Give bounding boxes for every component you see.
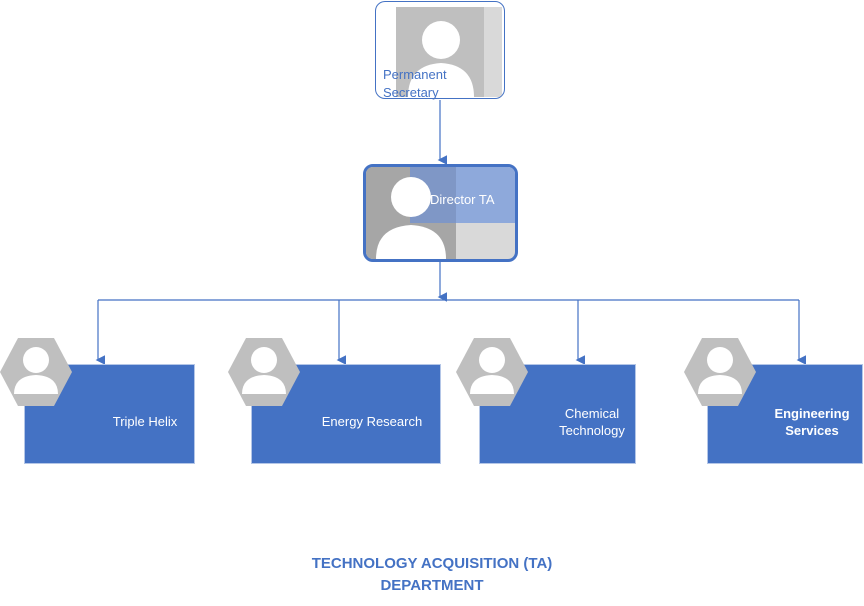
- director-ta-node: [363, 164, 518, 262]
- caption-line-1: TECHNOLOGY ACQUISITION (TA): [311, 555, 553, 572]
- department-label-chemical-technology: Chemical Technology: [559, 406, 625, 438]
- department-label-triple-helix: Triple Helix: [112, 414, 178, 429]
- department-label-engineering-services: Engineering Services: [774, 406, 850, 438]
- diagram-caption: TECHNOLOGY ACQUISITION (TA) DEPARTMENT: [0, 553, 864, 597]
- person-hexagon-icon: [684, 338, 756, 406]
- person-hexagon-icon: [0, 338, 72, 406]
- caption-line-2: DEPARTMENT: [380, 577, 484, 594]
- permanent-secretary-label: Permanent Secretary: [383, 67, 447, 100]
- permanent-secretary-node: [375, 1, 505, 99]
- department-label-energy-research: Energy Research: [321, 414, 423, 429]
- person-placeholder-icon: [376, 177, 446, 259]
- person-hexagon-icon: [228, 338, 300, 406]
- director-ta-label: Director TA: [430, 192, 495, 207]
- person-placeholder-icon: [396, 7, 502, 97]
- person-hexagon-icon: [456, 338, 528, 406]
